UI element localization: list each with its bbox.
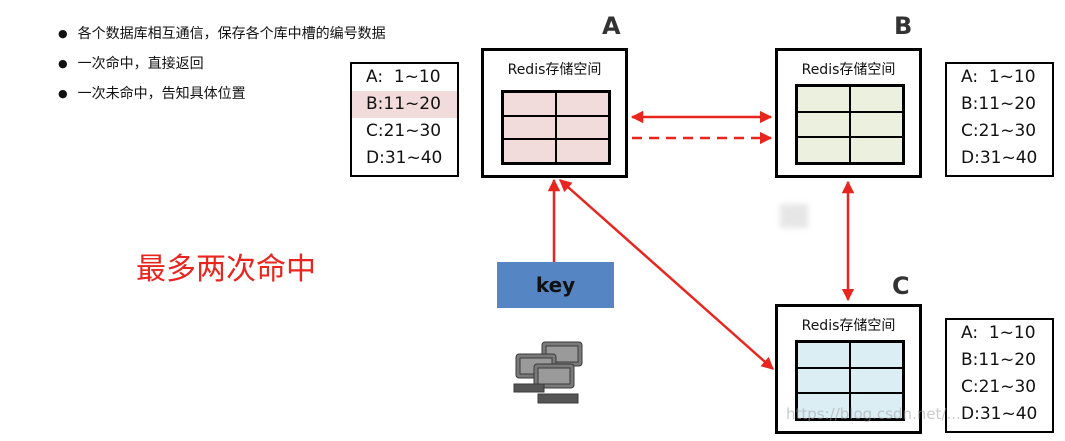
slot-table-b: A: 1~10 B:11~20 C:21~30 D:31~40 — [945, 62, 1054, 177]
node-c-title: Redis存储空间 — [801, 318, 896, 334]
node-a-title: Redis存储空间 — [507, 62, 602, 78]
bullet-item: 一次命中，直接返回 — [58, 54, 386, 84]
watermark: https://blog.csdn.net/... — [786, 405, 961, 423]
slot-row: A: 1~10 — [366, 67, 441, 87]
bullet-item: 一次未命中，告知具体位置 — [58, 84, 386, 114]
slot-grid-a — [501, 90, 611, 165]
key-box: key — [497, 262, 614, 308]
slot-row: D:31~40 — [961, 148, 1038, 168]
slot-row: C:21~30 — [366, 121, 442, 141]
slot-row: C:21~30 — [961, 121, 1037, 141]
slot-row: B:11~20 — [961, 350, 1036, 370]
node-b-title: Redis存储空间 — [801, 62, 896, 78]
headline: 最多两次命中 — [136, 252, 316, 287]
node-a-letter: A — [602, 12, 621, 40]
computers-icon — [513, 341, 583, 404]
node-c-letter: C — [892, 272, 910, 300]
arrow-a-c — [559, 179, 774, 370]
bullet-list: 各个数据库相互通信，保存各个库中槽的编号数据 一次命中，直接返回 一次未命中，告… — [58, 24, 386, 114]
slot-row: B:11~20 — [961, 94, 1036, 114]
slot-row: D:31~40 — [961, 404, 1038, 424]
node-b-letter: B — [894, 12, 913, 40]
slot-grid-b — [795, 84, 905, 165]
slot-row: C:21~30 — [961, 377, 1037, 397]
redis-node-a: Redis存储空间 — [481, 48, 628, 178]
slot-row: D:31~40 — [366, 148, 443, 168]
redis-node-b: Redis存储空间 — [775, 48, 922, 178]
redis-node-c: Redis存储空间 — [775, 304, 922, 434]
slot-table-c: A: 1~10 B:11~20 C:21~30 D:31~40 — [945, 318, 1054, 433]
slot-row-highlighted: B:11~20 — [352, 91, 457, 118]
slot-table-a: A: 1~10 B:11~20 C:21~30 D:31~40 — [350, 62, 459, 177]
bullet-item: 各个数据库相互通信，保存各个库中槽的编号数据 — [58, 24, 386, 54]
blurred-mark — [780, 204, 808, 228]
slot-row: A: 1~10 — [961, 323, 1036, 343]
slot-grid-c — [795, 340, 905, 421]
slot-row: A: 1~10 — [961, 67, 1036, 87]
